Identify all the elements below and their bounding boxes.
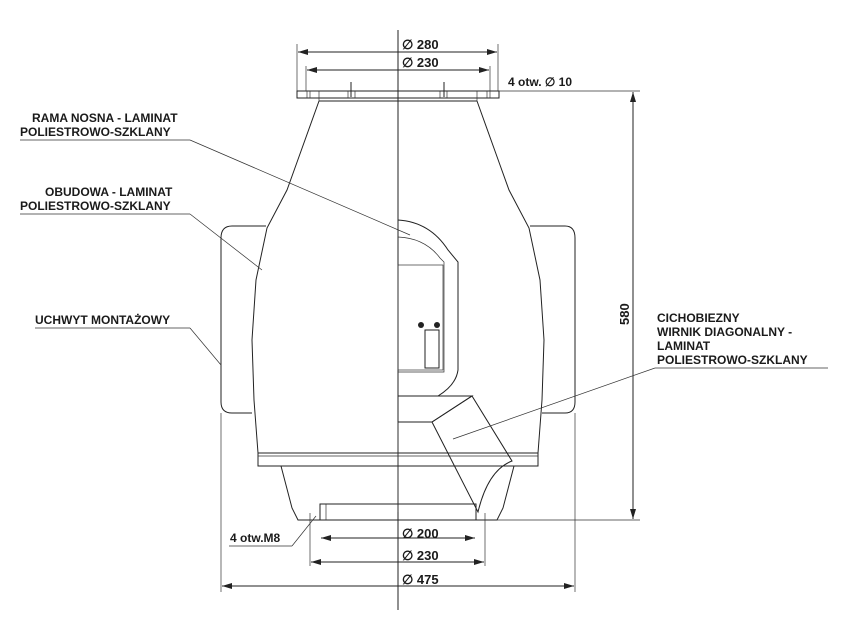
label-frame-1: RAMA NOSNA - LAMINAT [32, 111, 178, 125]
dim-bottom-inner: ∅ 200 [402, 526, 439, 541]
label-housing-2: POLIESTROWO-SZKLANY [20, 199, 171, 213]
dim-top-outer: ∅ 280 [402, 37, 439, 52]
motor-and-impeller [397, 219, 513, 514]
callouts: RAMA NOSNA - LAMINAT POLIESTROWO-SZKLANY… [20, 111, 828, 547]
dim-bottom-mid: ∅ 230 [402, 548, 439, 563]
label-holes-bottom: 4 otw.M8 [230, 531, 281, 545]
dim-top: ∅ 280 ∅ 230 [296, 37, 499, 91]
dim-height: 580 4 otw. ∅ 10 [497, 75, 640, 521]
dim-height-value: 580 [617, 303, 632, 325]
dim-top-inner: ∅ 230 [402, 55, 439, 70]
label-holes-top: 4 otw. ∅ 10 [508, 75, 572, 89]
label-frame-2: POLIESTROWO-SZKLANY [20, 125, 171, 139]
label-bracket: UCHWYT MONTAŻOWY [35, 312, 170, 327]
dim-overall: ∅ 475 [402, 572, 439, 587]
label-impeller-3: LAMINAT [657, 339, 711, 353]
label-impeller-1: CICHOBIEZNY [657, 311, 740, 325]
label-impeller-4: POLIESTROWO-SZKLANY [657, 353, 808, 367]
label-housing-1: OBUDOWA - LAMINAT [45, 185, 173, 199]
top-flange [296, 82, 500, 102]
label-impeller-2: WIRNIK DIAGONALNY - [657, 325, 792, 339]
dim-bottom: ∅ 200 ∅ 230 ∅ 475 [220, 413, 576, 592]
